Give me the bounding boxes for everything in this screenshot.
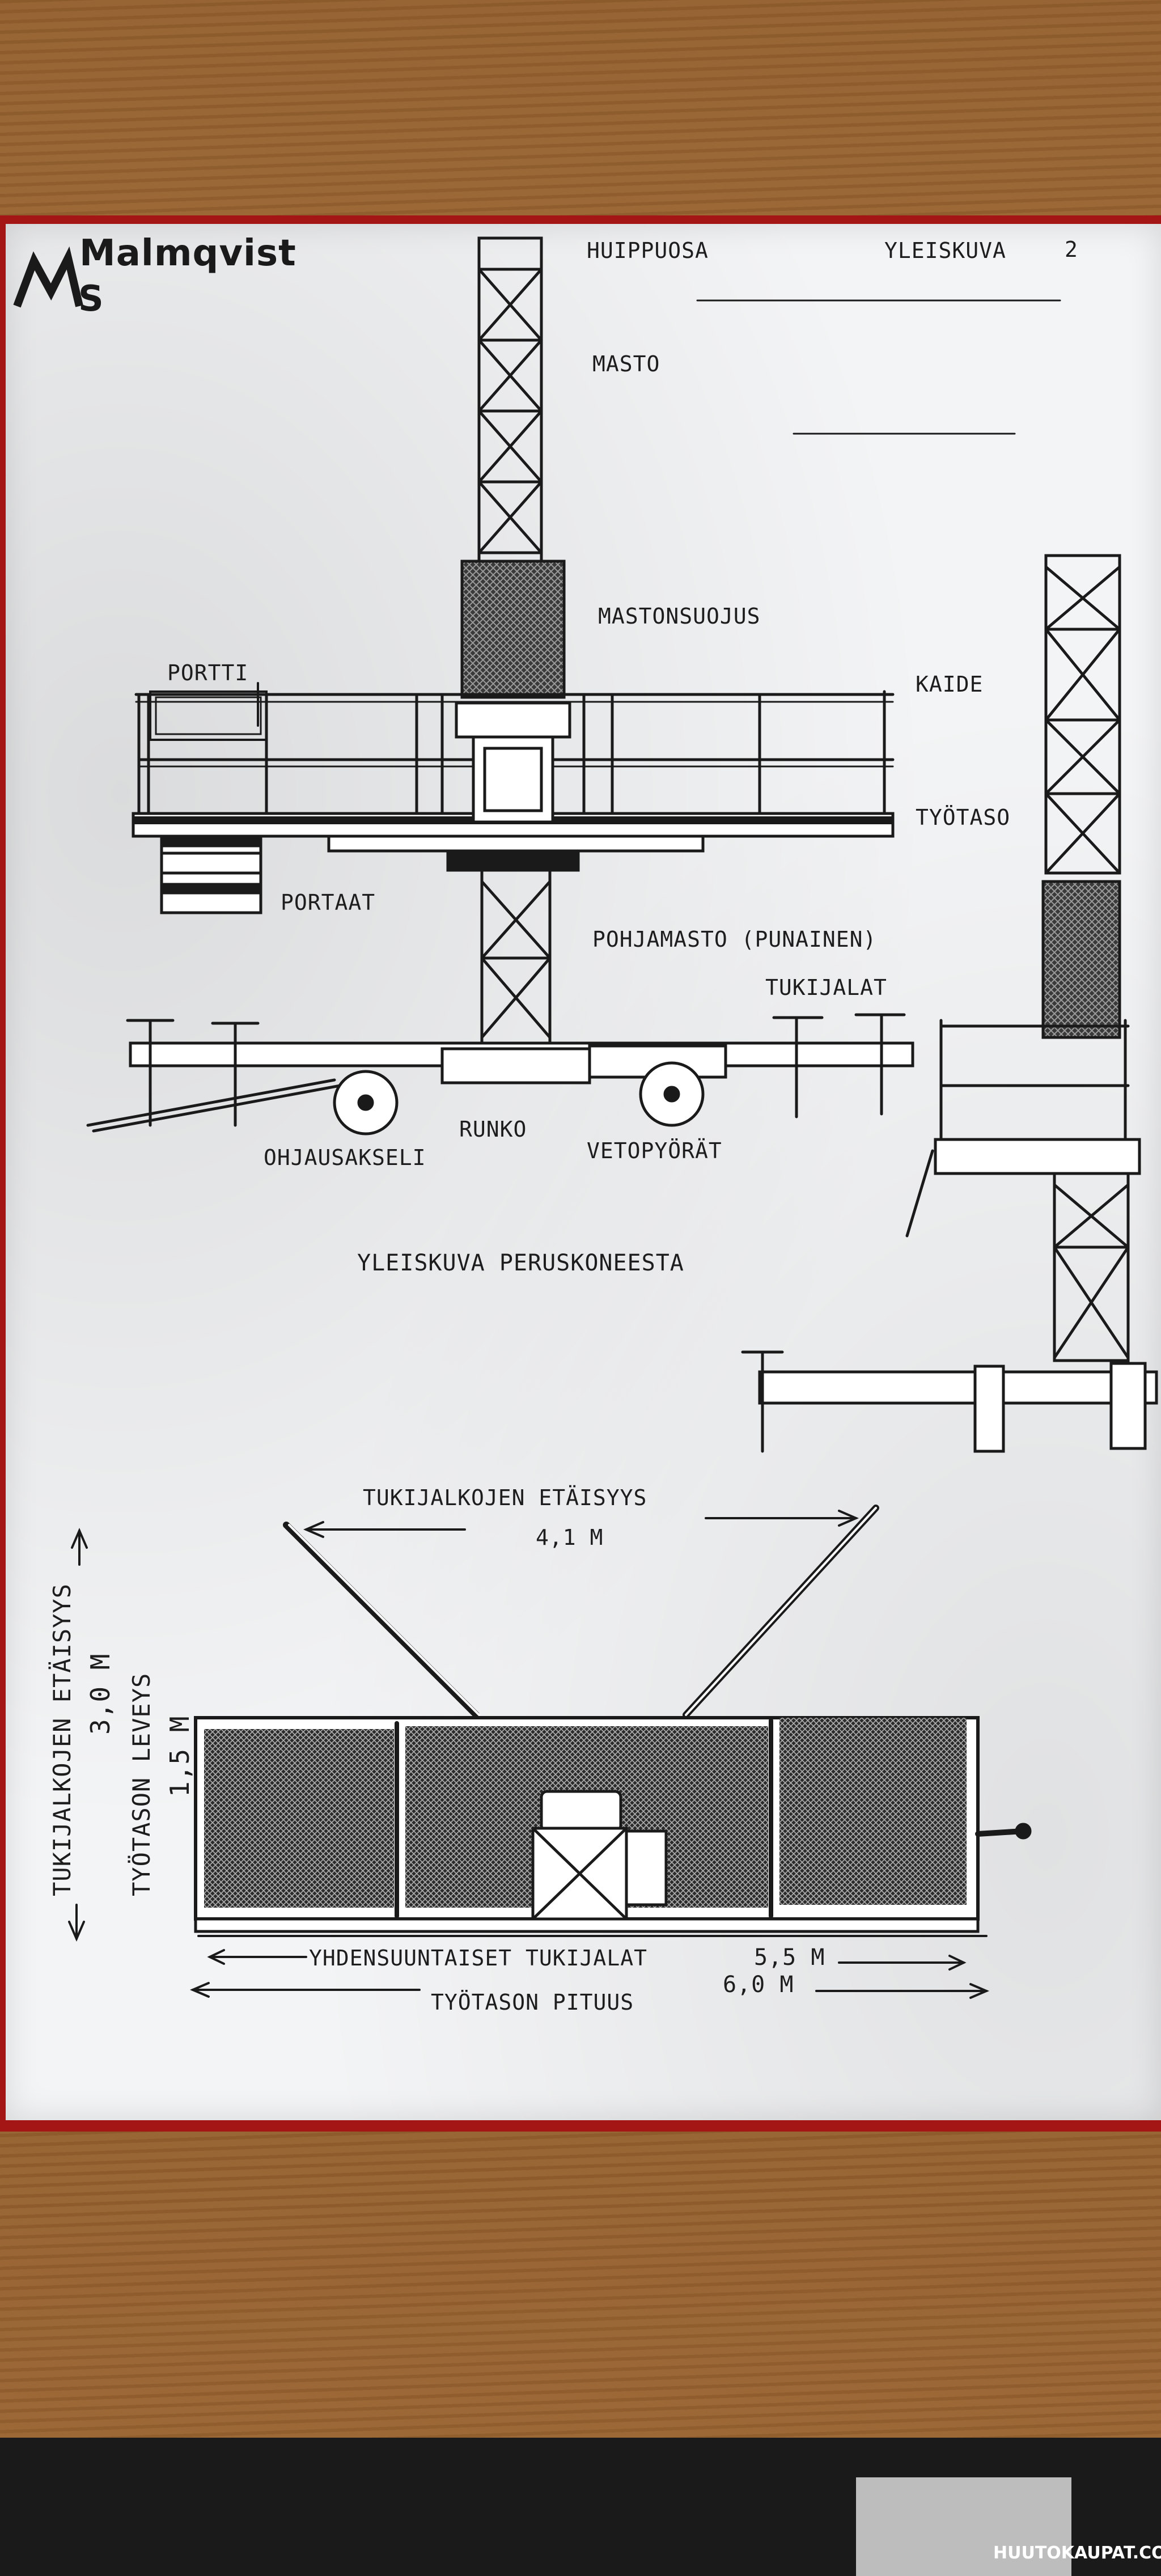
label-mastonsuojus: MASTONSUOJUS	[598, 604, 761, 629]
malmqvist-logo: S	[13, 246, 104, 317]
dim-yhdensuuntaiset-value: 5,5 M	[754, 1944, 825, 1971]
label-masto: MASTO	[592, 351, 660, 376]
header-view: YLEISKUVA	[884, 238, 1006, 263]
stairs	[160, 834, 262, 914]
svg-text:S: S	[78, 278, 104, 317]
page-number: 2	[1065, 237, 1078, 262]
label-kaide: KAIDE	[916, 672, 984, 697]
label-portti: PORTTI	[167, 660, 249, 685]
dim-side-etaisyys-label: TUKIJALKOJEN ETÄISYYS	[48, 1583, 76, 1896]
drawing-caption: YLEISKUVA PERUSKONEESTA	[357, 1250, 684, 1276]
floor-background	[0, 2438, 1161, 2576]
dimension-arrows	[68, 1510, 990, 1999]
dim-tyotason-leveys-label: TYÖTASON LEVEYS	[128, 1672, 155, 1896]
dim-tyotason-leveys-value: 1,5 M	[164, 1715, 195, 1797]
label-runko: RUNKO	[459, 1117, 527, 1142]
dim-tyotason-pituus-value: 6,0 M	[723, 1972, 794, 1998]
floor-tile	[856, 2477, 1071, 2576]
label-portaat: PORTAAT	[281, 890, 376, 915]
dim-tukijalkojen-etaisyys-label: TUKIJALKOJEN ETÄISYYS	[363, 1485, 647, 1510]
dim-tyotason-pituus-label: TYÖTASON PITUUS	[431, 1990, 634, 2015]
watermark: HUUTOKAUPAT.COM	[993, 2543, 1161, 2563]
header-section: HUIPPUOSA	[587, 238, 709, 263]
label-tyotaso: TYÖTASO	[916, 805, 1011, 830]
label-ohjausakseli: OHJAUSAKSELI	[264, 1145, 426, 1170]
mast-cover	[460, 560, 566, 699]
base-mast	[480, 868, 552, 1048]
plan-view-drawing	[194, 1505, 1032, 1937]
label-tukijalat: TUKIJALAT	[765, 975, 887, 1000]
label-vetopyorat: VETOPYÖRÄT	[587, 1138, 722, 1163]
dim-side-etaisyys-value: 3,0 M	[85, 1653, 116, 1735]
label-pohjamasto: POHJAMASTO (PUNAINEN)	[592, 927, 877, 952]
dim-yhdensuuntaiset-label: YHDENSUUNTAISET TUKIJALAT	[309, 1946, 647, 1971]
side-view-drawing	[741, 554, 1158, 1453]
brand-name: Malmqvist	[79, 232, 296, 274]
dim-tukijalkojen-etaisyys-value: 4,1 M	[536, 1525, 604, 1550]
mast-upper-section	[477, 236, 543, 563]
chassis-side-view	[86, 1013, 914, 1136]
